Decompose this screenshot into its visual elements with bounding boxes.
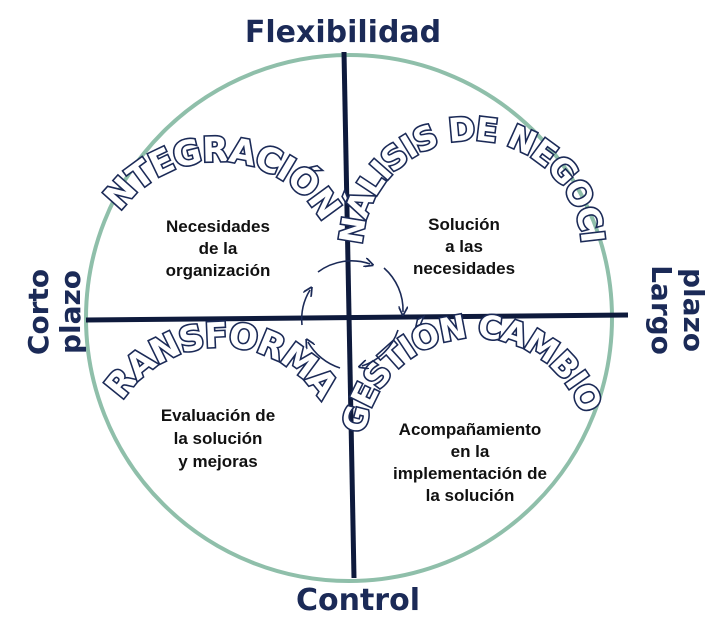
desc-line: la solución xyxy=(426,486,515,505)
cycle-arrow-left-bottom xyxy=(308,342,341,369)
desc-line: organización xyxy=(166,261,271,280)
horizontal-axis xyxy=(85,312,629,323)
axis-label-top: Flexibilidad xyxy=(245,15,441,50)
quadrant-desc-bottom-right: Acompañamiento en la implementación de l… xyxy=(393,420,547,505)
desc-line: y mejoras xyxy=(178,452,257,471)
desc-line: Solución xyxy=(428,215,500,234)
cycle-arrow-bottom xyxy=(362,329,399,366)
desc-line: Evaluación de xyxy=(161,406,275,425)
desc-line: en la xyxy=(451,442,490,461)
desc-line: Necesidades xyxy=(166,217,270,236)
desc-line: Acompañamiento xyxy=(399,420,542,439)
cycle-arrows xyxy=(300,261,403,369)
quadrant-desc-top-left: Necesidades de la organización xyxy=(166,217,271,280)
quadrant-desc-top-right: Solución a las necesidades xyxy=(413,215,515,278)
axis-label-left: Corto plazo xyxy=(22,269,87,355)
desc-line: implementación de xyxy=(393,464,547,483)
axis-label-bottom: Control xyxy=(296,583,420,618)
vertical-axis xyxy=(341,51,357,579)
cycle-arrow-left xyxy=(300,290,310,326)
quadrant-desc-bottom-left: Evaluación de la solución y mejoras xyxy=(161,406,275,471)
desc-line: a las xyxy=(445,237,483,256)
quadrant-title-bottom-right: GESTIÓN CAMBIO xyxy=(335,307,610,436)
axis-label-left-line1: Corto xyxy=(22,269,55,355)
axis-label-right-line2: plazo xyxy=(677,268,710,352)
cycle-arrow-right xyxy=(383,267,403,312)
desc-line: necesidades xyxy=(413,259,515,278)
axis-label-right: Largo plazo xyxy=(645,265,710,355)
cycle-arrow-top-right xyxy=(317,261,370,273)
desc-line: de la xyxy=(199,239,238,258)
desc-line: la solución xyxy=(174,429,263,448)
axis-label-left-line2: plazo xyxy=(54,270,87,354)
axis-label-right-line1: Largo xyxy=(645,265,678,355)
